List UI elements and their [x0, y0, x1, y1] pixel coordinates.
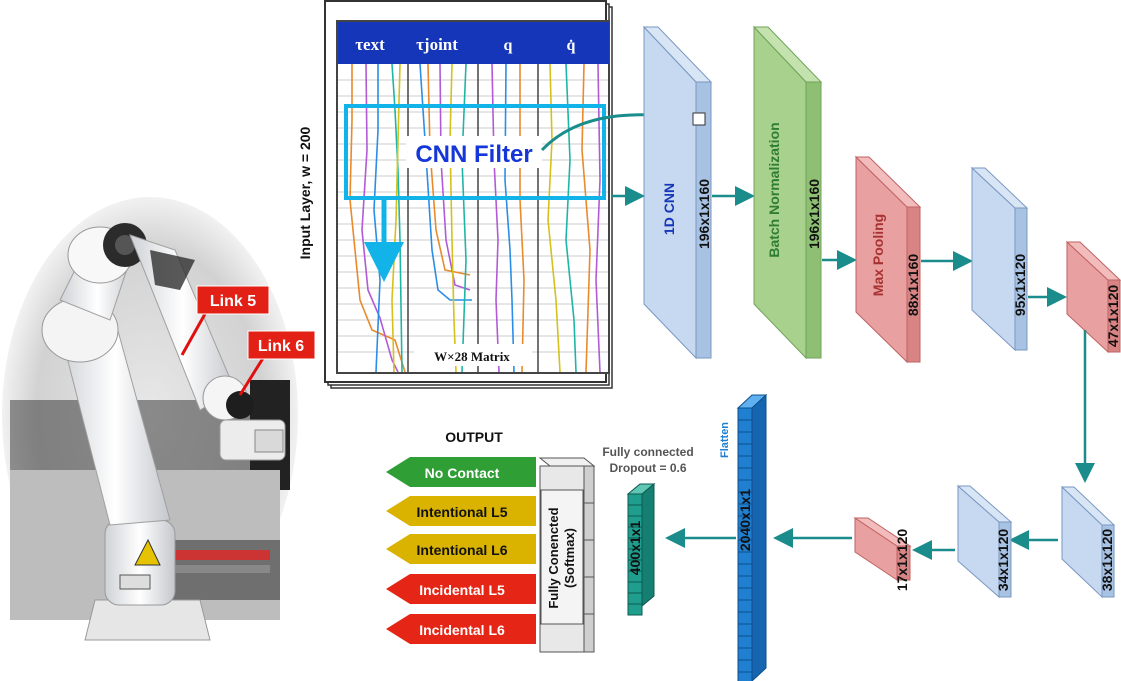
flatten-cell	[737, 635, 753, 649]
output-label-intentional-l6: Intentional L6	[417, 542, 508, 558]
flatten-size: 2040x1x1	[737, 489, 753, 552]
output-class-intentional-l5: Intentional L5	[386, 496, 536, 526]
flatten-cell	[737, 671, 753, 681]
flatten-label: Flatten	[719, 422, 731, 458]
output-label-incidental-l5: Incidental L5	[419, 582, 505, 598]
block6	[1060, 485, 1116, 599]
input-matrix: τext τjoint q q̇ CNN Filter W×28 Matrix	[324, 0, 613, 389]
output-label-incidental-l6: Incidental L6	[419, 622, 505, 638]
cnn-filter-label-bg	[406, 136, 542, 168]
block4-size: 95x1x120	[1012, 254, 1028, 317]
block7	[956, 484, 1013, 599]
flatten-cell	[737, 587, 753, 601]
flatten-cell	[737, 563, 753, 577]
conv-layer-name: 1D CNN	[661, 183, 677, 235]
output-class-intentional-l6: Intentional L6	[386, 534, 536, 564]
maxpool-block	[854, 155, 922, 364]
robot-photo	[2, 197, 298, 641]
conv-kernel-cell	[692, 112, 706, 126]
link6-badge	[247, 330, 316, 360]
block5-size: 47x1x120	[1105, 285, 1121, 348]
dense-block	[626, 482, 656, 616]
header-tau-ext: τext	[355, 35, 385, 54]
conv-layer-block	[642, 25, 713, 360]
flatten-cell	[737, 467, 753, 481]
dense-cell	[627, 592, 643, 605]
flatten-cell	[737, 443, 753, 457]
bn-layer-name: Batch Normalization	[766, 122, 782, 257]
cnn-filter-box	[344, 104, 606, 200]
flatten-cell	[737, 575, 753, 589]
output-class-no-contact: No Contact	[386, 457, 536, 487]
header-tau-joint: τjoint	[416, 35, 458, 54]
block6-size: 38x1x120	[1099, 529, 1115, 592]
flatten-cell	[737, 623, 753, 637]
output-label-intentional-l5: Intentional L5	[417, 504, 508, 520]
conv-layer-size: 196x1x160	[696, 179, 712, 249]
softmax-line1: Fully Conencted	[546, 507, 561, 608]
flatten-cell	[737, 611, 753, 625]
output-label-no-contact: No Contact	[425, 465, 500, 481]
block5	[1065, 240, 1121, 354]
flatten-cell	[737, 431, 753, 445]
dense-cell	[627, 581, 643, 594]
fc-note-line2: Dropout = 0.6	[609, 461, 686, 475]
dense-cell	[627, 504, 643, 517]
flatten-cell	[737, 551, 753, 565]
matrix-header-bar	[338, 22, 609, 64]
block8-size: 17x1x120	[894, 529, 910, 592]
flatten-block	[736, 393, 768, 681]
cnn-filter-label: CNN Filter	[415, 141, 532, 168]
output-class-incidental-l6: Incidental L6	[386, 614, 536, 644]
fc-note-line1: Fully connected	[602, 445, 693, 459]
header-q-dot: q̇	[567, 37, 576, 54]
dense-cell	[627, 493, 643, 506]
header-q: q	[504, 37, 513, 54]
link6-label: Link 6	[258, 338, 304, 355]
pool-layer-name: Max Pooling	[870, 214, 886, 296]
block7-size: 34x1x120	[995, 529, 1011, 592]
softmax-label-box	[540, 489, 584, 625]
pool-layer-size: 88x1x160	[905, 254, 921, 317]
dense-size: 400x1x1	[627, 521, 643, 576]
softmax-line2: (Softmax)	[562, 528, 577, 588]
flatten-cell	[737, 599, 753, 613]
batchnorm-block	[752, 25, 823, 360]
flatten-cell	[737, 659, 753, 673]
matrix-size-label: W×28 Matrix	[434, 349, 510, 364]
block4	[970, 166, 1029, 352]
block8	[853, 517, 912, 581]
link5-label: Link 5	[210, 293, 256, 310]
output-title: OUTPUT	[445, 429, 503, 445]
flatten-cell	[737, 455, 753, 469]
dense-cell	[627, 603, 643, 616]
bn-layer-size: 196x1x160	[806, 179, 822, 249]
flatten-cell	[737, 407, 753, 421]
flatten-cell	[737, 419, 753, 433]
flatten-cell	[737, 647, 753, 661]
link5-badge	[196, 285, 270, 315]
input-layer-label: Input Layer, w = 200	[297, 126, 313, 259]
output-class-incidental-l5: Incidental L5	[386, 574, 536, 604]
link6-pointer	[238, 354, 267, 396]
